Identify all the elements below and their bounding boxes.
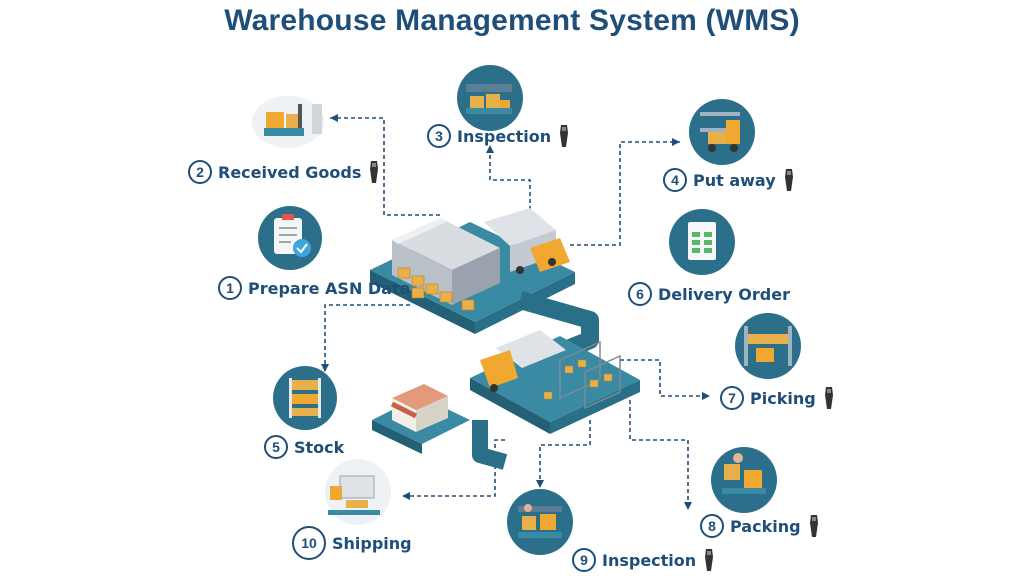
step-6: 6 Delivery Order xyxy=(628,282,790,306)
step-number: 5 xyxy=(264,435,288,459)
forklift-icon xyxy=(252,96,324,148)
connector-received xyxy=(330,117,440,216)
step-number: 8 xyxy=(700,514,724,538)
lower-platform xyxy=(470,336,640,422)
step-label: Inspection xyxy=(457,126,552,146)
step-number: 9 xyxy=(572,548,596,572)
step-5: 5 Stock xyxy=(264,435,344,459)
shelves-lower xyxy=(559,340,621,410)
step-label: Put away xyxy=(693,170,776,190)
connector-packing xyxy=(629,400,689,510)
scanner-icon xyxy=(705,549,714,571)
step-number: 3 xyxy=(427,124,451,148)
step-label: Prepare ASN Data xyxy=(248,278,411,298)
step-label: Packing xyxy=(730,516,801,536)
step-number: 7 xyxy=(720,386,744,410)
connector-inspection-top xyxy=(489,145,531,210)
step-label: Delivery Order xyxy=(658,284,790,304)
step-label: Picking xyxy=(750,388,816,408)
connector-inspection-bottom xyxy=(539,420,591,488)
inspection-icon xyxy=(507,489,573,555)
warehouse-scene xyxy=(370,208,640,470)
shelf-icon xyxy=(273,366,337,430)
step-label: Inspection xyxy=(602,550,697,570)
scanner-icon xyxy=(824,387,833,409)
connectors xyxy=(324,117,710,510)
arrowheads xyxy=(321,114,710,510)
diagram-title: Warehouse Management System (WMS) xyxy=(224,4,800,37)
scanner-icon xyxy=(809,515,818,537)
forklift-rack-icon xyxy=(689,99,755,165)
step-2: 2 Received Goods xyxy=(188,160,381,184)
step-1: 1 Prepare ASN Data xyxy=(218,276,410,300)
scanner-icon xyxy=(784,169,793,191)
step-number: 6 xyxy=(628,282,652,306)
step-label: Stock xyxy=(294,437,345,457)
truck-icon xyxy=(325,459,391,525)
step-9: 9 Inspection xyxy=(572,548,716,572)
step-label: Shipping xyxy=(332,533,412,553)
inspection-icon xyxy=(457,65,523,131)
step-label: Received Goods xyxy=(218,162,362,182)
truck-upper xyxy=(484,208,570,274)
step-number: 1 xyxy=(218,276,242,300)
step-number: 4 xyxy=(663,168,687,192)
connector-putaway xyxy=(570,141,680,246)
connector-shipping xyxy=(402,439,505,497)
boxes-upper xyxy=(397,267,475,311)
picking-rack-icon xyxy=(735,313,801,379)
step-8: 8 Packing xyxy=(700,514,821,538)
scanner-icon xyxy=(560,125,569,147)
truck-lower xyxy=(480,330,566,392)
connector-picking xyxy=(620,359,710,397)
scanner-icon xyxy=(370,161,379,183)
connector-stock xyxy=(324,304,410,372)
shop xyxy=(390,384,448,432)
step-number: 2 xyxy=(188,160,212,184)
step-icons xyxy=(252,65,801,555)
step-7: 7 Picking xyxy=(720,386,836,410)
step-number: 10 xyxy=(292,526,326,560)
packing-icon xyxy=(711,447,777,513)
step-4: 4 Put away xyxy=(663,168,796,192)
step-10: 10 Shipping xyxy=(292,526,412,560)
document-icon xyxy=(669,209,735,275)
step-3: 3 Inspection xyxy=(427,124,571,148)
clipboard-check-icon xyxy=(258,206,322,270)
